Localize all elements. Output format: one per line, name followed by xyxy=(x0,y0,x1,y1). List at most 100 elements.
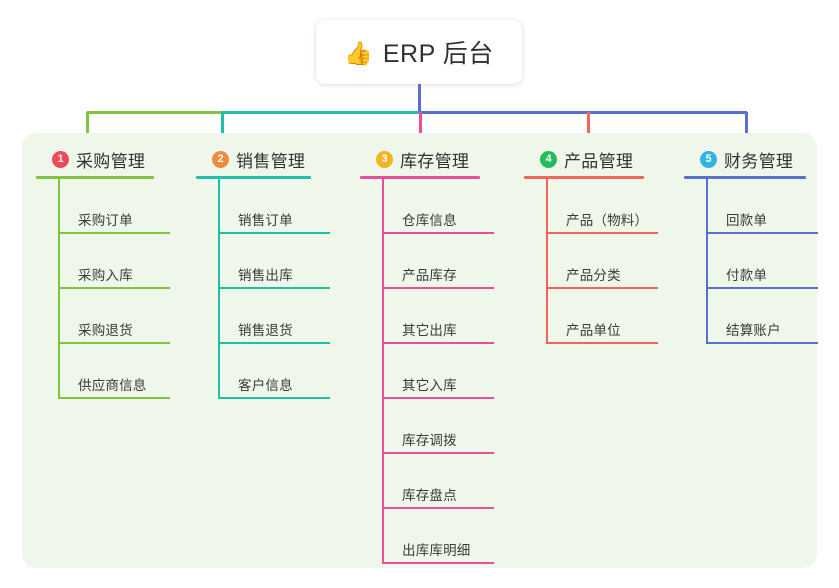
branch-item-list: 采购订单采购入库采购退货供应商信息 xyxy=(58,179,170,399)
branch-item[interactable]: 采购订单 xyxy=(58,179,170,234)
branch-item[interactable]: 其它入库 xyxy=(382,344,494,399)
branch-title: 产品管理 xyxy=(564,151,634,171)
branch-item-underline xyxy=(706,232,818,234)
branch-number-badge: 3 xyxy=(376,150,393,168)
branch-item[interactable]: 回款单 xyxy=(706,179,818,234)
branch-item-underline xyxy=(218,397,330,399)
branch-item-underline xyxy=(218,232,330,234)
branches-panel xyxy=(22,133,817,568)
branch-item[interactable]: 采购入库 xyxy=(58,234,170,289)
branch-item[interactable]: 产品分类 xyxy=(546,234,658,289)
branch-item[interactable]: 销售出库 xyxy=(218,234,330,289)
branch-item-underline xyxy=(218,287,330,289)
branch-item-list: 产品（物料） 产品分类产品单位 xyxy=(546,179,658,344)
branch-header-2[interactable]: 2 销售管理 xyxy=(196,146,311,172)
branch-item[interactable]: 采购退货 xyxy=(58,289,170,344)
branch-header-underline xyxy=(196,176,311,179)
branch-item-label: 供应商信息 xyxy=(78,378,147,393)
branch-spine xyxy=(546,179,548,344)
root-node[interactable]: 👍 ERP 后台 xyxy=(316,20,522,84)
branch-title: 财务管理 xyxy=(724,151,794,171)
branch-item[interactable]: 销售订单 xyxy=(218,179,330,234)
branch-column-4: 4 产品管理产品（物料） 产品分类产品单位 xyxy=(524,146,658,344)
branch-item-underline xyxy=(58,342,170,344)
branch-item-label: 采购入库 xyxy=(78,268,133,283)
branch-header-underline xyxy=(684,176,806,179)
branch-item[interactable]: 产品库存 xyxy=(382,234,494,289)
branch-item[interactable]: 客户信息 xyxy=(218,344,330,399)
branch-item-label: 结算账户 xyxy=(726,323,781,338)
branch-item[interactable]: 供应商信息 xyxy=(58,344,170,399)
branch-item-underline xyxy=(382,452,494,454)
branch-item-label: 付款单 xyxy=(726,268,768,283)
branch-column-5: 5 财务管理回款单付款单结算账户 xyxy=(684,146,818,344)
branch-header-underline xyxy=(524,176,644,179)
branch-item-label: 仓库信息 xyxy=(402,213,457,228)
branch-spine xyxy=(58,179,60,399)
branch-item[interactable]: 产品单位 xyxy=(546,289,658,344)
branch-header-underline xyxy=(360,176,480,179)
branch-item-label: 产品（物料） xyxy=(566,213,649,228)
branch-number-badge: 1 xyxy=(52,150,69,168)
branch-item-label: 销售出库 xyxy=(238,268,293,283)
branch-item-label: 其它出库 xyxy=(402,323,457,338)
branch-title: 采购管理 xyxy=(76,151,146,171)
branch-item-label: 库存调拨 xyxy=(402,433,457,448)
branch-item[interactable]: 付款单 xyxy=(706,234,818,289)
branch-item[interactable]: 仓库信息 xyxy=(382,179,494,234)
branch-header-3[interactable]: 3 库存管理 xyxy=(360,146,480,172)
branch-item-list: 销售订单销售出库销售退货客户信息 xyxy=(218,179,330,399)
branch-item-underline xyxy=(706,287,818,289)
branch-header-1[interactable]: 1 采购管理 xyxy=(36,146,154,172)
branch-item-underline xyxy=(546,287,658,289)
branch-item-underline xyxy=(382,562,494,564)
branch-item-underline xyxy=(58,287,170,289)
branch-item-underline xyxy=(58,232,170,234)
branch-item[interactable]: 结算账户 xyxy=(706,289,818,344)
branch-item-underline xyxy=(382,287,494,289)
branch-item-label: 其它入库 xyxy=(402,378,457,393)
branch-item[interactable]: 库存盘点 xyxy=(382,454,494,509)
branch-column-1: 1 采购管理采购订单采购入库采购退货供应商信息 xyxy=(36,146,170,399)
branch-item-underline xyxy=(382,342,494,344)
branch-header-5[interactable]: 5 财务管理 xyxy=(684,146,806,172)
branch-number-badge: 2 xyxy=(212,150,229,168)
branch-item-underline xyxy=(58,397,170,399)
branch-header-4[interactable]: 4 产品管理 xyxy=(524,146,644,172)
branch-item-underline xyxy=(546,342,658,344)
branch-item[interactable]: 出库库明细 xyxy=(382,509,494,564)
branch-item-underline xyxy=(382,232,494,234)
branch-spine xyxy=(382,179,384,564)
branch-item[interactable]: 库存调拨 xyxy=(382,399,494,454)
branch-item[interactable]: 其它出库 xyxy=(382,289,494,344)
branch-item-underline xyxy=(382,507,494,509)
branch-column-3: 3 库存管理仓库信息产品库存其它出库其它入库库存调拨库存盘点出库库明细 xyxy=(360,146,494,564)
branch-item-label: 客户信息 xyxy=(238,378,293,393)
branch-item-label: 产品分类 xyxy=(566,268,621,283)
branch-item-label: 销售订单 xyxy=(238,213,293,228)
branch-item-underline xyxy=(546,232,658,234)
branch-item-label: 销售退货 xyxy=(238,323,293,338)
thumbs-up-icon: 👍 xyxy=(344,39,373,66)
branch-item-underline xyxy=(218,342,330,344)
branch-item-label: 库存盘点 xyxy=(402,488,457,503)
branch-item-list: 回款单付款单结算账户 xyxy=(706,179,818,344)
branch-column-2: 2 销售管理销售订单销售出库销售退货客户信息 xyxy=(196,146,330,399)
branch-item[interactable]: 产品（物料） xyxy=(546,179,658,234)
branch-title: 销售管理 xyxy=(236,151,306,171)
branch-item-list: 仓库信息产品库存其它出库其它入库库存调拨库存盘点出库库明细 xyxy=(382,179,494,564)
branch-item-label: 产品单位 xyxy=(566,323,621,338)
branch-item-label: 出库库明细 xyxy=(402,543,471,558)
branch-number-badge: 5 xyxy=(700,150,717,168)
branch-item-label: 回款单 xyxy=(726,213,768,228)
root-node-label: ERP 后台 xyxy=(382,40,494,68)
branch-item[interactable]: 销售退货 xyxy=(218,289,330,344)
branch-spine xyxy=(706,179,708,344)
branch-item-label: 产品库存 xyxy=(402,268,457,283)
branch-item-underline xyxy=(706,342,818,344)
branch-item-label: 采购订单 xyxy=(78,213,133,228)
branch-title: 库存管理 xyxy=(400,151,470,171)
branch-header-underline xyxy=(36,176,154,179)
branch-number-badge: 4 xyxy=(540,150,557,168)
